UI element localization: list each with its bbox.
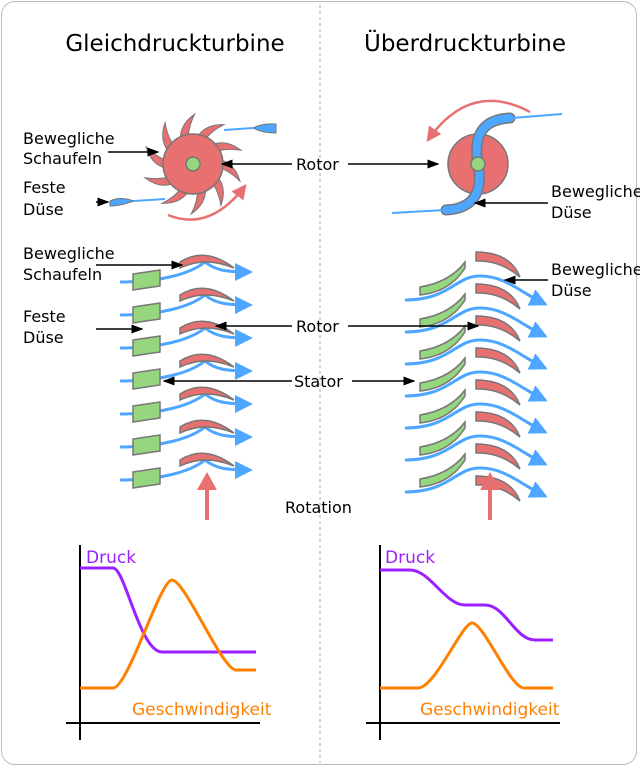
rotor-blade — [475, 443, 521, 470]
label-moving-nozzle: Bewegliche — [551, 260, 640, 279]
label-moving-nozzle: Düse — [551, 203, 592, 222]
label-fixed-nozzle: Feste — [23, 178, 66, 197]
impulse-blade-cascade — [119, 254, 253, 489]
label-moving-blades: Bewegliche — [23, 129, 115, 148]
rotor-blade — [475, 251, 521, 278]
label-pointers — [96, 147, 548, 386]
rotor-blade — [179, 287, 235, 303]
rotation-arrow — [167, 184, 247, 221]
rotor-blade — [475, 315, 521, 342]
graph-axes — [66, 545, 560, 740]
fixed-nozzle-top — [251, 123, 277, 134]
rotor-blade — [143, 176, 174, 186]
rotor-hub — [470, 156, 486, 172]
rotor-blade — [179, 320, 235, 336]
rotor-blade — [179, 353, 235, 369]
rotor-blade — [179, 254, 235, 270]
stator-blade — [419, 259, 466, 296]
steam-flow-line — [404, 338, 548, 370]
rotor-blade — [179, 112, 197, 140]
stator-blade — [419, 355, 466, 392]
graph-label-pressure: Druck — [86, 548, 136, 568]
fixed-nozzle-bottom — [109, 198, 136, 207]
pressure-curve-reaction — [380, 568, 553, 642]
rotation-arrowhead — [480, 472, 500, 490]
rotor-blade — [475, 347, 521, 374]
label-rotor: Rotor — [296, 317, 339, 336]
rotor-blade — [179, 452, 235, 468]
rotor-blade — [212, 142, 243, 152]
graph-label-velocity: Geschwindigkeit — [420, 700, 560, 720]
graph-label-pressure: Druck — [385, 548, 435, 568]
label-fixed-nozzle: Feste — [23, 307, 66, 326]
stator-blade — [132, 302, 161, 324]
label-fixed-nozzle: Düse — [23, 328, 64, 347]
rotation-arrowhead — [197, 472, 217, 490]
label-fixed-nozzle: Düse — [23, 200, 64, 219]
steam-flow-line — [404, 402, 548, 434]
steam-flow-line — [404, 306, 548, 338]
label-moving-blades: Schaufeln — [23, 149, 102, 168]
stator-blade — [132, 269, 161, 291]
rotation-arrow — [426, 99, 531, 143]
stator-blade — [419, 323, 466, 360]
steam-jet — [391, 113, 563, 214]
reaction-blade-cascade — [404, 251, 548, 502]
steam-flow-line — [404, 466, 548, 498]
label-rotation: Rotation — [285, 498, 352, 517]
rotor-blade — [475, 283, 521, 310]
label-stator: Stator — [294, 372, 343, 391]
label-moving-blades: Bewegliche — [23, 244, 115, 263]
rotor-blade — [179, 419, 235, 435]
rotor-blade — [179, 386, 235, 402]
label-moving-blades: Schaufeln — [23, 265, 102, 284]
velocity-curve-impulse — [80, 578, 256, 690]
pressure-curve-impulse — [80, 566, 256, 654]
stator-blade — [132, 368, 161, 390]
stator-blade — [419, 387, 466, 424]
label-rotor: Rotor — [296, 155, 339, 174]
rotor-blade — [475, 379, 521, 406]
title-reaction-turbine: Überdruckturbine — [364, 29, 566, 57]
rotor-blade — [475, 411, 521, 438]
steam-flow-line — [404, 274, 548, 306]
stator-blade — [419, 419, 466, 456]
steam-jet — [223, 127, 254, 131]
stator-blade — [132, 467, 161, 489]
steam-flow-line — [404, 370, 548, 402]
stator-blade — [132, 401, 161, 423]
labels: Bewegliche Schaufeln Feste Düse Rotor Be… — [23, 129, 640, 517]
stator-blade — [419, 451, 466, 488]
rotor-hub — [185, 156, 201, 172]
graph-label-velocity: Geschwindigkeit — [132, 700, 272, 720]
steam-flow-line — [404, 434, 548, 466]
rotor-blade — [189, 188, 207, 216]
stator-blade — [132, 335, 161, 357]
stator-blade — [132, 434, 161, 456]
title-impulse-turbine: Gleichdruckturbine — [65, 31, 284, 57]
stator-blade — [419, 291, 466, 328]
velocity-curve-reaction — [380, 621, 553, 690]
label-moving-nozzle: Bewegliche — [551, 182, 640, 201]
steam-jet — [133, 198, 166, 202]
label-moving-nozzle: Düse — [551, 281, 592, 300]
